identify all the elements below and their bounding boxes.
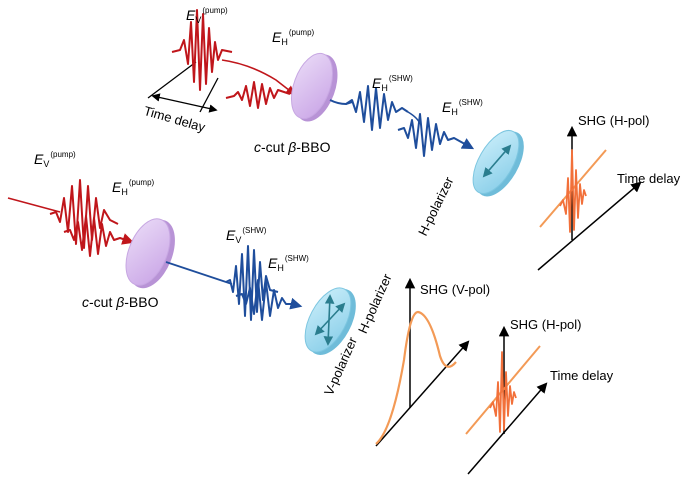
label-eh-pump-top: EH(pump)	[272, 28, 315, 47]
bbo-crystal-left	[125, 218, 175, 289]
label-eh-shw-bottom: EH(SHW)	[268, 254, 309, 273]
polarizer-bottom	[304, 287, 356, 356]
label-eh-pump-left: EH(pump)	[112, 178, 155, 197]
shw-h-pulse-bottom	[235, 279, 303, 321]
h-polarizer-top	[472, 130, 524, 197]
label-time-delay-bottom: Time delay	[550, 368, 614, 383]
label-eh-shw-top-a: EH(SHW)	[372, 74, 413, 93]
label-ev-pump-left: EV(pump)	[34, 150, 76, 169]
shg-vpol-plot	[375, 277, 470, 447]
shw-beam-bottom	[165, 261, 233, 285]
pump-beam-left-in	[7, 197, 61, 213]
label-shg-hpol-top: SHG (H-pol)	[578, 113, 650, 128]
bbo-crystal-top	[290, 52, 338, 122]
label-bbo-left: c-cut β-BBO	[82, 294, 159, 310]
pump-h-pulse-top	[225, 81, 291, 109]
pump-v-pulse-top	[171, 9, 233, 91]
label-shg-vpol: SHG (V-pol)	[420, 282, 491, 297]
pump-beam-top-path	[221, 59, 296, 96]
label-ev-pump-top: EV(pump)	[186, 6, 228, 25]
time-delay-bracket	[147, 61, 219, 113]
label-bbo-top: c-cut β-BBO	[254, 139, 331, 155]
pump-h-pulse-left	[63, 215, 135, 257]
shg-hpol-plot-top	[537, 125, 642, 271]
label-ev-shw-bottom: EV(SHW)	[226, 226, 267, 245]
shw-h-pulse-top-b	[397, 113, 475, 157]
shw-h-pulse-top-a	[345, 85, 409, 131]
label-shg-hpol-bottom: SHG (H-pol)	[510, 317, 582, 332]
pump-v-pulse-left	[49, 179, 119, 249]
shg-hpol-plot-bottom	[465, 325, 548, 475]
label-eh-shw-top-b: EH(SHW)	[442, 98, 483, 117]
label-time-delay-right: Time delay	[617, 171, 681, 186]
shw-beam-top	[329, 99, 353, 106]
